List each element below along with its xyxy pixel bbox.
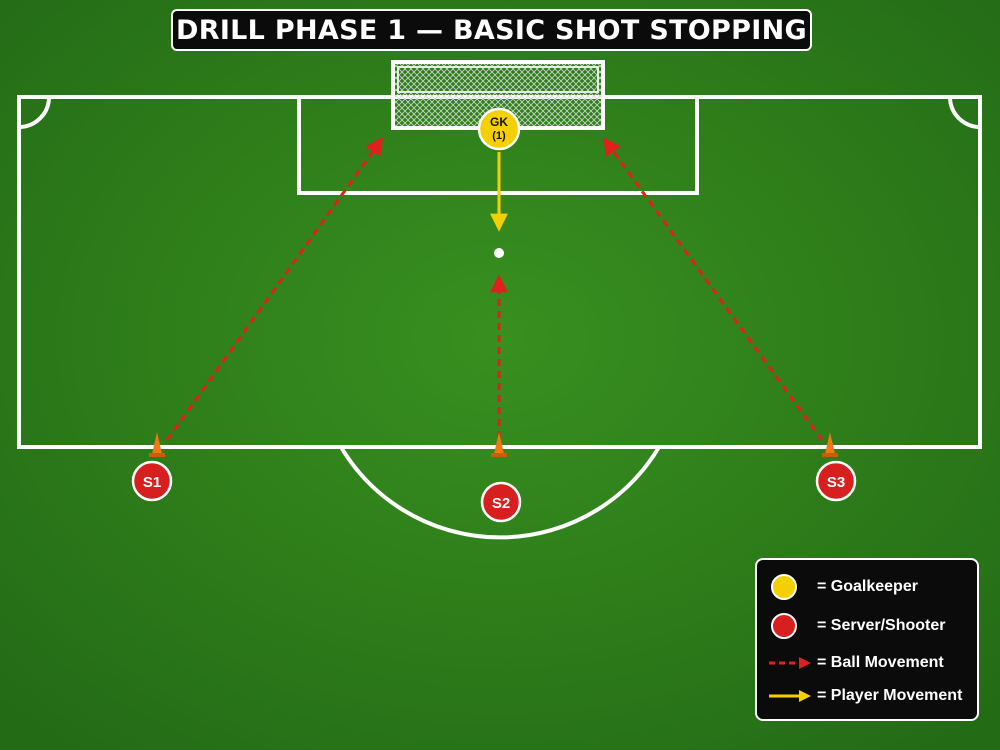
legend-label-player-movement: = Player Movement bbox=[817, 687, 963, 704]
yellow-circle-icon bbox=[769, 572, 817, 602]
ball-movement-arrow-s1 bbox=[165, 137, 384, 441]
corner-arc-left bbox=[18, 96, 51, 129]
ball-movement-arrow-s3 bbox=[602, 137, 824, 441]
shooter-label-s2: S2 bbox=[492, 495, 510, 512]
cone-s3 bbox=[822, 432, 838, 457]
red-circle-icon bbox=[769, 611, 817, 641]
cone-s2 bbox=[491, 432, 507, 457]
legend-item-player-movement: = Player Movement bbox=[769, 681, 969, 711]
goalkeeper-number: (1) bbox=[492, 130, 506, 142]
legend-item-ball-movement: = Ball Movement bbox=[769, 648, 969, 678]
legend-label-ball-movement: = Ball Movement bbox=[817, 654, 944, 671]
penalty-arc bbox=[339, 445, 661, 540]
shooter-marker-s2: S2 bbox=[480, 481, 522, 523]
shooter-label-s1: S1 bbox=[143, 474, 161, 491]
legend-item-goalkeeper: = Goalkeeper bbox=[769, 572, 969, 602]
drill-title: DRILL PHASE 1 — BASIC SHOT STOPPING bbox=[171, 9, 812, 51]
cone-s1 bbox=[149, 432, 165, 457]
goalkeeper-label: GK bbox=[490, 115, 508, 129]
legend: = Goalkeeper = Server/Shooter = Ball Mov… bbox=[755, 558, 979, 721]
red-dashed-arrow-icon bbox=[769, 648, 817, 678]
goalkeeper-marker: GK (1) bbox=[477, 107, 521, 151]
corner-arc-right bbox=[948, 96, 981, 129]
yellow-arrow-icon bbox=[769, 681, 817, 711]
legend-label-shooter: = Server/Shooter bbox=[817, 617, 946, 634]
shooter-marker-s3: S3 bbox=[815, 460, 857, 502]
legend-label-goalkeeper: = Goalkeeper bbox=[817, 578, 918, 595]
shooter-label-s3: S3 bbox=[827, 474, 845, 491]
shooter-marker-s1: S1 bbox=[131, 460, 173, 502]
legend-item-shooter: = Server/Shooter bbox=[769, 611, 969, 641]
penalty-spot bbox=[494, 248, 504, 258]
